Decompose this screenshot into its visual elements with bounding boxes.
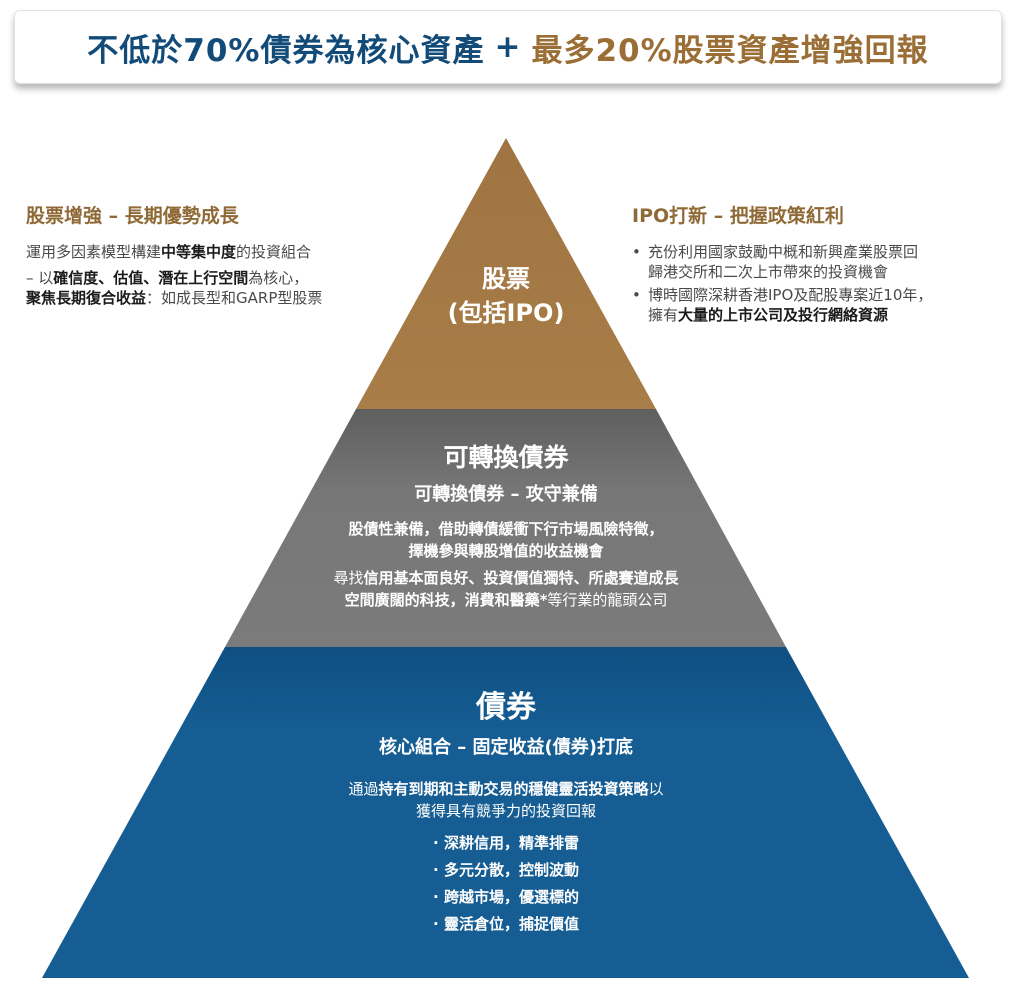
top-layer-title-line2: (包括IPO) xyxy=(447,299,565,327)
equity-line2-pre: – 以 xyxy=(26,269,54,287)
equity-line2-post: 為核心， xyxy=(248,269,309,287)
middle-layer-content: 可轉換債券 可轉換債券 – 攻守兼備 股債性兼備，借助轉債緩衝下行市場風險特徵，… xyxy=(256,440,756,611)
header-plus-sign: + xyxy=(494,29,522,65)
header-equity-enhance-text: 最多20%股票資產增強回報 xyxy=(531,32,929,69)
middle-layer-description: 股債性兼備，借助轉債緩衝下行市場風險特徵， 擇機參與轉股增值的收益機會 xyxy=(256,518,756,562)
bottom-strategy-list: · 深耕信用，精準排雷 · 多元分散，控制波動 · 跨越市場，優選標的 · 靈活… xyxy=(256,830,756,938)
ipo-panel: IPO打新 – 把握政策紅利 充份利用國家鼓勵中概和新興產業股票回 歸港交所和二… xyxy=(632,201,932,328)
middle-layer-description-2: 尋找信用基本面良好、投資價值獨特、所處賽道成長 空間廣闊的科技，消費和醫藥*等行… xyxy=(256,567,756,611)
middle-layer-title: 可轉換債券 xyxy=(443,443,569,472)
bottom-desc-pre: 通過 xyxy=(348,780,379,798)
pyramid-top-layer xyxy=(356,138,656,409)
equity-line1-bold: 中等集中度 xyxy=(161,243,237,261)
ipo-bullet-1: 充份利用國家鼓勵中概和新興產業股票回 歸港交所和二次上市帶來的投資機會 xyxy=(632,242,932,282)
strategy-item-3: · 跨越市場，優選標的 xyxy=(433,888,579,906)
strategy-item-1: · 深耕信用，精準排雷 xyxy=(433,834,579,852)
ipo-bullet2-line2-bold: 大量的上市公司及投行網絡資源 xyxy=(678,306,889,324)
pyramid-middle-layer xyxy=(225,409,786,647)
bottom-layer-title: 債券 xyxy=(476,690,536,725)
bottom-desc-bold: 持有到期和主動交易的穩健靈活投資策略 xyxy=(378,780,649,798)
bottom-layer-content: 債券 核心組合 – 固定收益(債券)打底 通過持有到期和主動交易的穩健靈活投資策… xyxy=(256,688,756,938)
ipo-heading: IPO打新 – 把握政策紅利 xyxy=(632,205,844,227)
bottom-desc-post: 以 xyxy=(648,780,664,798)
middle-layer-desc-line2: 擇機參與轉股增值的收益機會 xyxy=(408,542,604,560)
equity-line2-bold: 確信度、估值、潛在上行空間 xyxy=(53,269,249,287)
bottom-layer-subtitle: 核心組合 – 固定收益(債券)打底 xyxy=(379,737,633,758)
equity-line-2: – 以確信度、估值、潛在上行空間為核心， xyxy=(26,268,322,288)
bottom-layer-description: 通過持有到期和主動交易的穩健靈活投資策略以 獲得具有競爭力的投資回報 xyxy=(256,778,756,822)
equity-line1-pre: 運用多因素模型構建 xyxy=(26,243,162,261)
ipo-bullet2-line2-pre: 擁有 xyxy=(648,306,679,324)
equity-line1-post: 的投資組合 xyxy=(236,243,312,261)
middle-desc2-pre: 尋找 xyxy=(333,569,364,587)
equity-line3-bold: 聚焦長期復合收益 xyxy=(26,289,147,307)
header-bond-core-text: 不低於70%債券為核心資產 xyxy=(87,32,485,69)
strategy-item-2: · 多元分散，控制波動 xyxy=(433,861,579,879)
header-banner: 不低於70%債券為核心資產 + 最多20%股票資產增強回報 xyxy=(14,10,1002,84)
middle-desc2-bold2: 空間廣闊的科技，消費和醫藥* xyxy=(344,591,548,609)
middle-layer-subtitle: 可轉換債券 – 攻守兼備 xyxy=(414,484,598,505)
bottom-desc-line2: 獲得具有競爭力的投資回報 xyxy=(415,802,596,820)
equity-enhance-panel: 股票增強 – 長期優勢成長 運用多因素模型構建中等集中度的投資組合 – 以確信度… xyxy=(26,201,322,308)
middle-layer-desc-line1: 股債性兼備，借助轉債緩衝下行市場風險特徵， xyxy=(348,520,664,538)
top-layer-label: 股票 (包括IPO) xyxy=(406,262,606,330)
middle-desc2-post: 等行業的龍頭公司 xyxy=(547,591,668,609)
ipo-bullet2-line1: 博時國際深耕香港IPO及配股專案近10年， xyxy=(648,286,933,304)
equity-line-3: 聚焦長期復合收益：如成長型和GARP型股票 xyxy=(26,288,322,308)
equity-line-1: 運用多因素模型構建中等集中度的投資組合 xyxy=(26,242,322,262)
ipo-bullet1-line1: 充份利用國家鼓勵中概和新興產業股票回 xyxy=(648,243,919,261)
middle-desc2-bold1: 信用基本面良好、投資價值獨特、所處賽道成長 xyxy=(363,569,679,587)
equity-line3-post: ：如成長型和GARP型股票 xyxy=(146,289,323,307)
pyramid-bottom-layer xyxy=(42,647,969,978)
ipo-bullet-2: 博時國際深耕香港IPO及配股專案近10年， 擁有大量的上市公司及投行網絡資源 xyxy=(632,285,932,325)
top-layer-title-line1: 股票 xyxy=(482,265,530,293)
ipo-bullet1-line2: 歸港交所和二次上市帶來的投資機會 xyxy=(648,263,889,281)
equity-enhance-heading: 股票增強 – 長期優勢成長 xyxy=(26,205,239,227)
strategy-item-4: · 靈活倉位，捕捉價值 xyxy=(433,915,579,933)
